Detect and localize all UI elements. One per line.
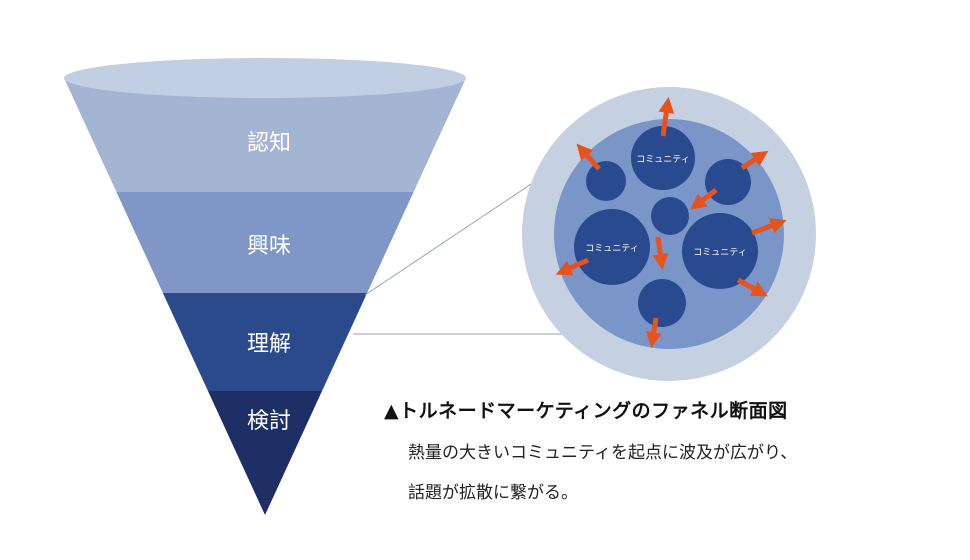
- arrow-top: [658, 96, 675, 137]
- community-label-left: コミュニティ: [585, 243, 638, 254]
- arrow-lower-left: [555, 257, 590, 276]
- arrow-upper-right: [740, 150, 769, 171]
- community-circle-center: [651, 197, 689, 235]
- arrow-right: [751, 218, 787, 236]
- caption-title: ▲トルネードマーケティングのファネル断面図: [384, 400, 788, 422]
- arrow-center-down: [652, 236, 669, 271]
- funnel-label-understanding: 理解: [247, 332, 291, 357]
- caption-line-1: 熱量の大きいコミュニティを起点に波及が広がり、: [408, 443, 798, 463]
- community-circle-bottom: [638, 279, 686, 327]
- arrow-bottom: [645, 317, 662, 349]
- funnel-label-interest: 興味: [247, 234, 291, 259]
- caption-line-2: 話題が拡散に繋がる。: [408, 483, 578, 503]
- arrow-lower-right: [736, 277, 768, 297]
- funnel-rim: [64, 58, 466, 98]
- arrow-center-to-small-right: [690, 188, 718, 210]
- community-circle-top: [631, 126, 695, 190]
- funnel-cross-section: コミュニティ コミュニティ コミュニティ: [522, 87, 816, 381]
- community-circle-right: [682, 213, 758, 289]
- community-circle-small-left: [586, 161, 626, 201]
- community-label-right: コミュニティ: [693, 247, 746, 258]
- community-circle-small-right: [705, 159, 751, 205]
- community-circle-left: [574, 209, 650, 285]
- arrow-upper-left: [576, 143, 601, 171]
- funnel-label-awareness: 認知: [247, 131, 291, 156]
- community-label-top: コミュニティ: [636, 154, 689, 165]
- funnel-label-consideration: 検討: [247, 409, 291, 434]
